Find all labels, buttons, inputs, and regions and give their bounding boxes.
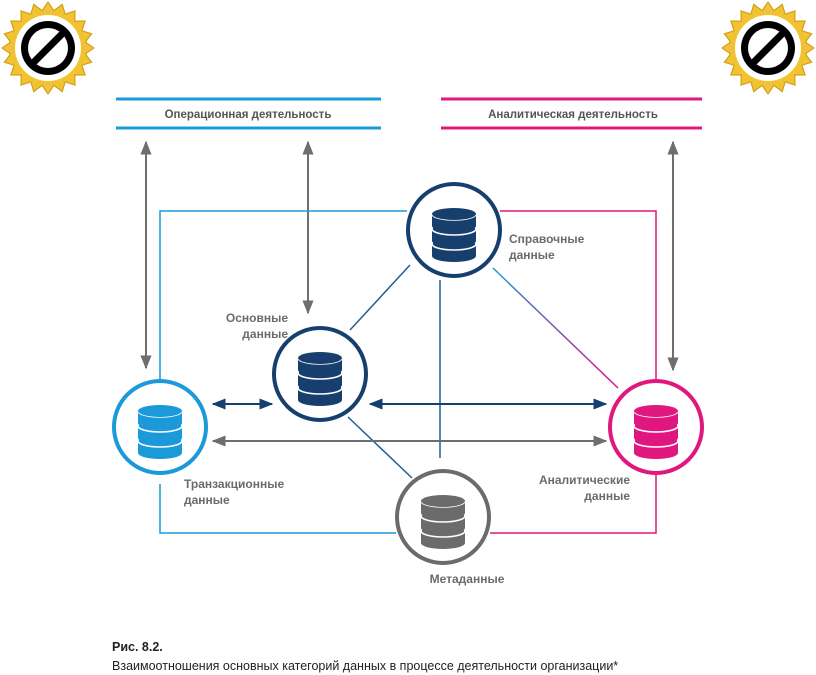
header-analytical: Аналитическая деятельность [441,97,702,130]
node-analytical-data [608,379,704,475]
node-transactional-data [112,379,208,475]
header-analytical-label: Аналитическая деятельность [488,109,658,121]
no-entry-badge-icon-left [1,1,95,95]
label-analytical-line1: Аналитические [539,473,630,487]
label-transactional-line1: Транзакционные [184,477,284,491]
node-reference-data [406,182,502,278]
label-analytical-line2: данные [584,489,630,503]
figure-caption: Взаимоотношения основных категорий данны… [112,659,619,673]
outer-frame [159,210,657,534]
node-metadata [395,469,491,565]
header-operational-label: Операционная деятельность [165,109,332,121]
label-master-line1: Основные [226,311,288,325]
label-master-line2: данные [242,327,288,341]
database-icon [297,351,343,406]
database-icon [420,494,466,549]
label-reference-line1: Справочные [509,232,585,246]
no-entry-badge-icon-right [721,1,815,95]
label-metadata: Метаданные [430,572,505,586]
label-reference-line2: данные [509,248,555,262]
label-transactional-line2: данные [184,493,230,507]
database-icon [137,404,183,459]
database-icon [633,404,679,459]
database-icon [431,207,477,262]
node-master-data [272,326,368,422]
connector-lines [347,264,619,479]
header-operational: Операционная деятельность [116,97,381,130]
figure-number: Рис. 8.2. [112,640,163,654]
